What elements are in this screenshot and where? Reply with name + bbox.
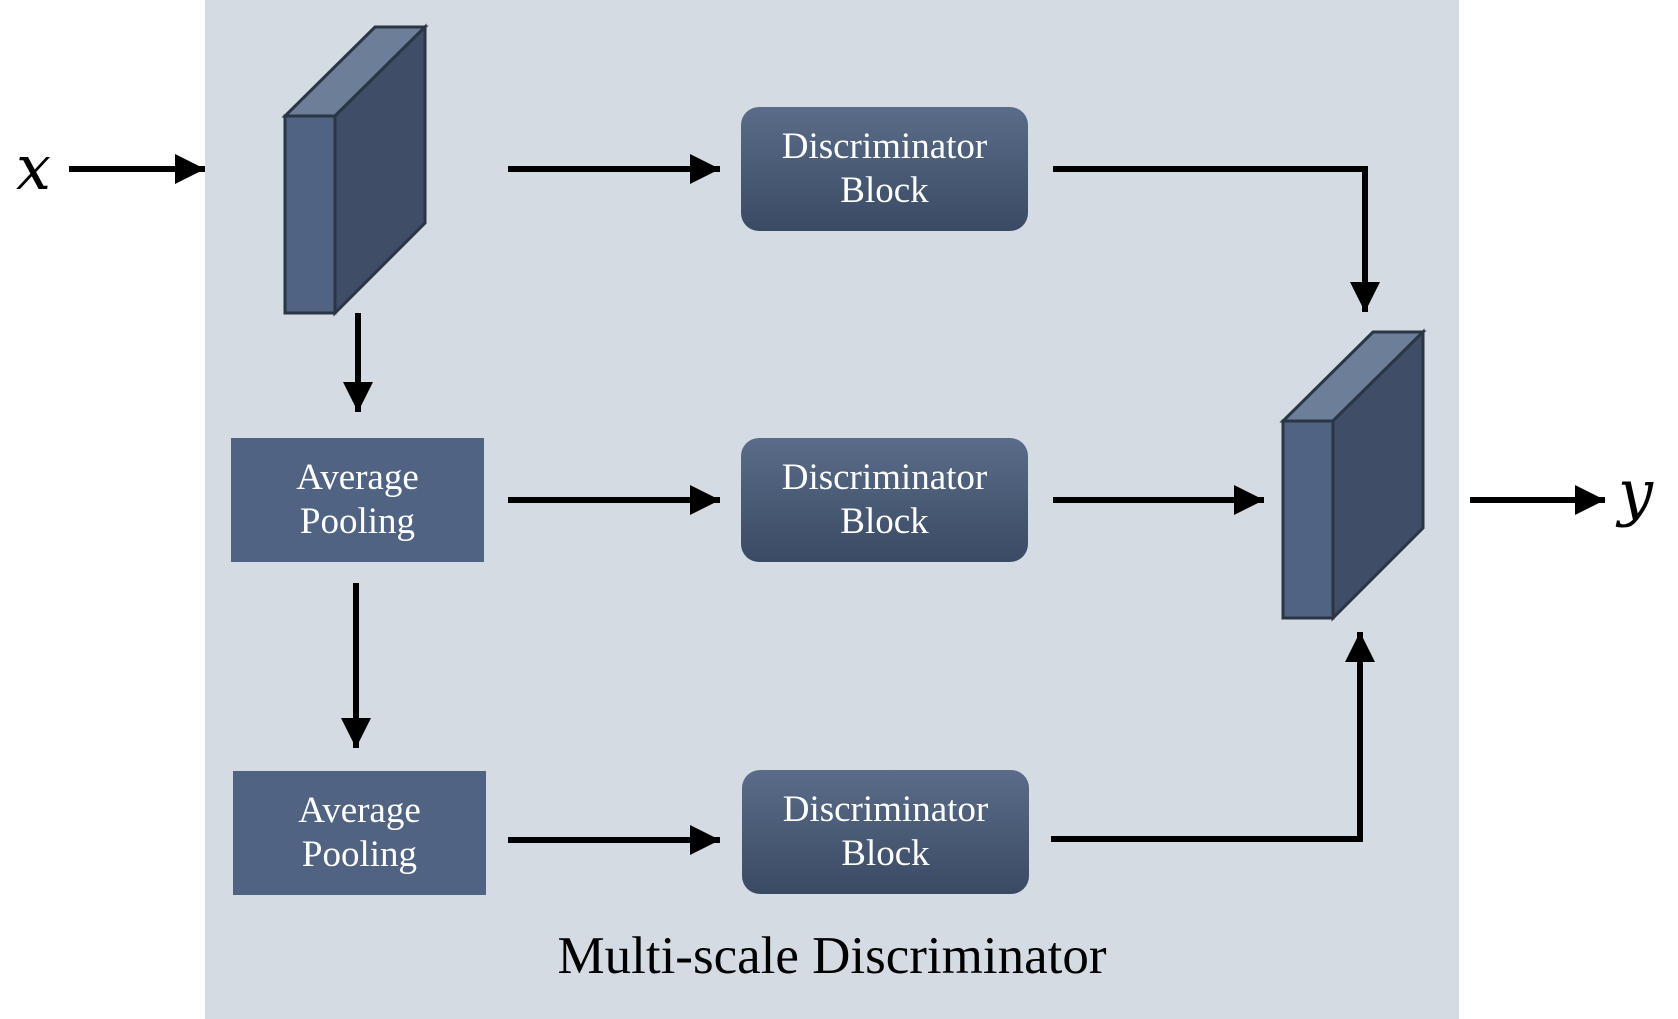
input-label: x [16,131,51,204]
output-label: y [1618,456,1654,529]
input-feature-map [281,23,429,317]
average-pooling-1: Average Pooling [231,438,484,562]
output-feature-map [1279,328,1427,622]
diagram-caption: Multi-scale Discriminator [557,927,1107,985]
discriminator-block-3: Discriminator Block [742,770,1029,894]
discriminator-block-2: Discriminator Block [741,438,1028,562]
arrow-block-1-to-output [1053,166,1380,312]
discriminator-block-1: Discriminator Block [741,107,1028,231]
average-pooling-2: Average Pooling [233,771,486,895]
arrow-block-3-to-output [1051,632,1375,842]
